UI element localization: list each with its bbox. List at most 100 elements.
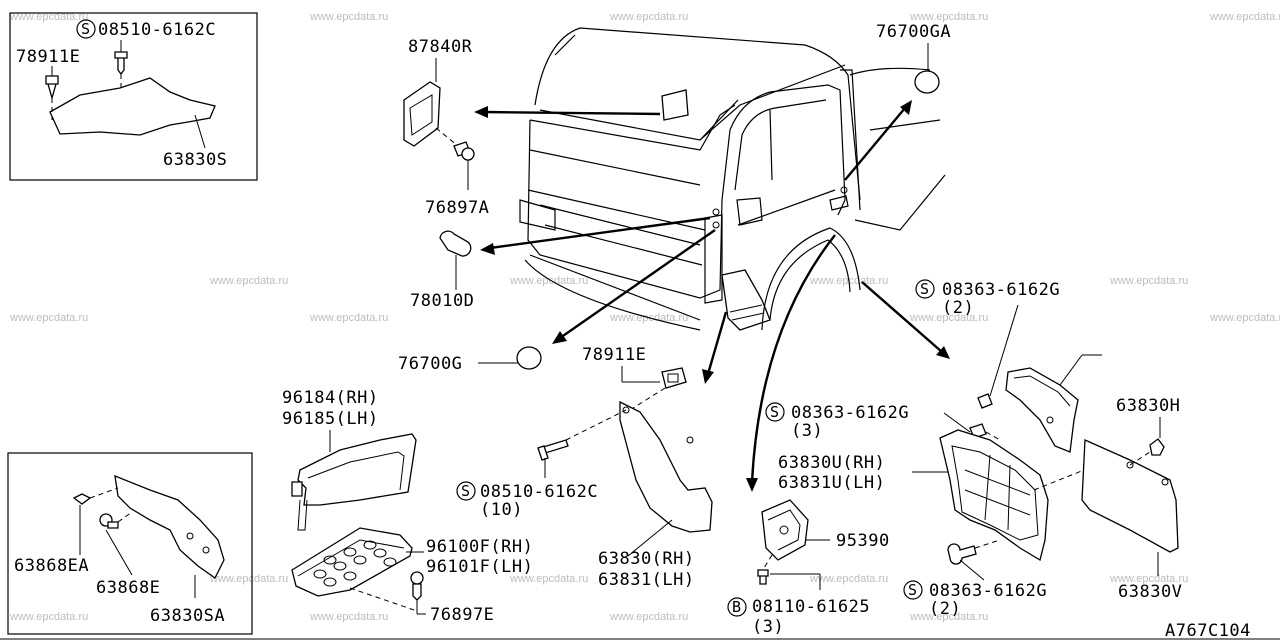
trim-cover <box>403 81 441 147</box>
clip-icon <box>72 493 92 505</box>
inset-mudguard-bottom: 63868EA 63868E 63830SA <box>7 452 253 635</box>
plug-icon <box>914 70 940 94</box>
cap-icon <box>439 230 472 257</box>
part-group-87840R: 87840R 76897A <box>403 37 489 218</box>
part-group-08363-mid: S 08363-6162G (3) <box>765 402 1001 441</box>
watermark: www.epcdata.ru <box>909 312 988 324</box>
part-group-96184: 96184(RH) 96185(LH) <box>282 388 417 531</box>
bolt-icon <box>107 521 119 529</box>
pointer-arrows <box>474 100 950 492</box>
watermark: www.epcdata.ru <box>309 11 388 23</box>
plug-icon <box>516 346 542 370</box>
part-label-63830V: 63830V <box>1118 582 1182 602</box>
watermark: www.epcdata.ru <box>909 611 988 623</box>
part-label-63830U-RH: 63830U(RH) <box>778 453 885 473</box>
clip-icon <box>1149 438 1165 456</box>
part-label-96100F-RH: 96100F(RH) <box>426 537 533 557</box>
part-label-qty-10: (10) <box>480 500 523 520</box>
part-label-08363-6162G-top: 08363-6162G <box>942 280 1060 300</box>
watermark: www.epcdata.ru <box>1109 275 1188 287</box>
screw-icon <box>114 51 128 76</box>
bolt-symbol: B <box>732 598 741 616</box>
mounting-bracket <box>761 499 809 561</box>
watermark: www.epcdata.ru <box>9 11 88 23</box>
part-label-08363-6162G-bottom: 08363-6162G <box>929 581 1047 601</box>
watermark: www.epcdata.ru <box>509 573 588 585</box>
truck-cab <box>519 27 946 331</box>
part-label-qty-2-bottom: (2) <box>929 599 961 619</box>
watermark: www.epcdata.ru <box>1209 312 1280 324</box>
part-group-96100F: 96100F(RH) 96101F(LH) <box>291 527 533 611</box>
part-label-78911E-mid: 78911E <box>582 345 646 365</box>
part-label-qty-2-top: (2) <box>942 298 974 318</box>
watermark: www.epcdata.ru <box>909 11 988 23</box>
watermark: www.epcdata.ru <box>209 275 288 287</box>
inset-mudguard-top: S 08510-6162C 78911E 63830S <box>9 12 258 181</box>
screw-symbol: S <box>770 403 779 421</box>
mudguard-panel <box>49 77 216 136</box>
screw-icon <box>410 571 424 585</box>
part-group-08510-6162C-mid: S 08510-6162C (10) <box>456 439 598 520</box>
part-group-76700G: 76700G <box>398 346 542 374</box>
part-label-76897E: 76897E <box>430 605 494 625</box>
part-group-95390: 95390 B 08110-61625 (3) <box>727 499 890 637</box>
part-label-08510-6162C-mid: 08510-6162C <box>480 482 598 502</box>
mudguard-bracket <box>114 474 225 579</box>
part-label-63830-RH: 63830(RH) <box>598 549 695 569</box>
watermark: www.epcdata.ru <box>609 11 688 23</box>
part-label-76700GA: 76700GA <box>876 22 951 42</box>
watermark: www.epcdata.ru <box>9 312 88 324</box>
part-label-78911E: 78911E <box>16 47 80 67</box>
bolt-icon <box>291 481 303 497</box>
bolt-icon <box>947 543 977 565</box>
part-label-76700G: 76700G <box>398 354 462 374</box>
part-group-76897E: 76897E <box>410 571 494 625</box>
watermark: www.epcdata.ru <box>1209 11 1280 23</box>
mud-flap-rear <box>1081 439 1179 553</box>
mirror-bracket <box>661 89 689 121</box>
part-label-96101F-LH: 96101F(LH) <box>426 557 533 577</box>
clip-icon <box>661 367 687 389</box>
part-label-63868EA: 63868EA <box>14 556 89 576</box>
mud-guard-frame <box>939 429 1049 562</box>
part-label-08510-6162C: 08510-6162C <box>98 20 216 40</box>
part-label-08110-61625: 08110-61625 <box>752 597 870 617</box>
part-group-63830U: 63830U(RH) 63831U(LH) <box>778 429 1085 562</box>
watermarks: www.epcdata.ru www.epcdata.ru www.epcdat… <box>9 11 1280 623</box>
part-group-78010D: 78010D <box>410 230 474 311</box>
screw-symbol: S <box>461 482 470 500</box>
mud-flap <box>619 400 713 533</box>
part-group-63830: 63830(RH) 63831(LH) <box>565 400 713 590</box>
watermark: www.epcdata.ru <box>609 611 688 623</box>
part-label-95390: 95390 <box>836 531 890 551</box>
screw-symbol: S <box>81 20 90 38</box>
watermark: www.epcdata.ru <box>309 611 388 623</box>
part-label-63868E: 63868E <box>96 578 160 598</box>
bracket-sec630 <box>1005 367 1079 453</box>
part-label-63831U-LH: 63831U(LH) <box>778 473 885 493</box>
part-label-63830H: 63830H <box>1116 396 1180 416</box>
part-label-63830SA: 63830SA <box>150 606 225 626</box>
part-group-78911E: 78911E <box>582 345 687 411</box>
bolt-icon <box>757 569 769 585</box>
part-label-63831-LH: 63831(LH) <box>598 570 695 590</box>
part-group-08363-bottom: S 08363-6162G (2) <box>903 539 1047 619</box>
bolt-icon <box>977 393 993 409</box>
part-group-63830H: 63830H 63830V <box>1081 396 1182 602</box>
part-group-76700GA: 76700GA <box>876 22 951 94</box>
part-group-sec630: S 08363-6162G (2) <box>915 279 1102 453</box>
screw-symbol: S <box>920 280 929 298</box>
part-label-87840R: 87840R <box>408 37 473 57</box>
watermark: www.epcdata.ru <box>809 573 888 585</box>
diagram-code: A767C104 <box>1165 621 1251 640</box>
part-label-63830S: 63830S <box>163 150 227 170</box>
watermark: www.epcdata.ru <box>509 275 588 287</box>
watermark: www.epcdata.ru <box>9 611 88 623</box>
part-label-76897A: 76897A <box>425 198 489 218</box>
part-label-96184-RH: 96184(RH) <box>282 388 379 408</box>
watermark: www.epcdata.ru <box>1109 573 1188 585</box>
part-label-08363-6162G-mid: 08363-6162G <box>791 403 909 423</box>
part-label-96185-LH: 96185(LH) <box>282 409 379 429</box>
step-plate <box>291 527 413 597</box>
